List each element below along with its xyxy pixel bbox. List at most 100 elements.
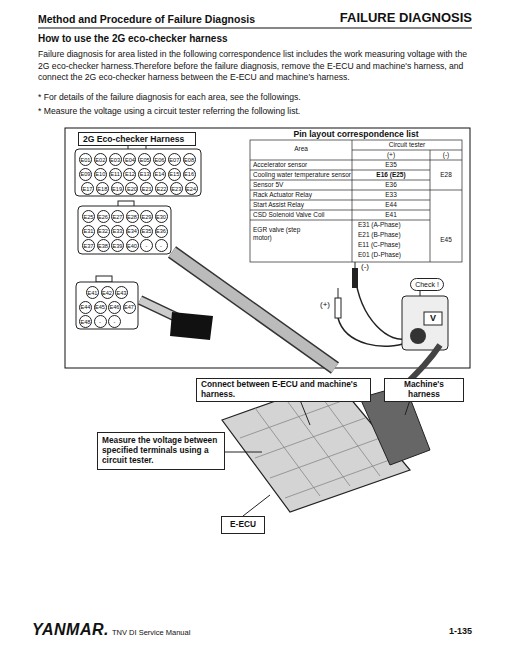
pin-circle: E37 [82,239,95,252]
pin-circle: E28 [126,210,139,223]
table-cell: E45 [430,236,462,244]
leader-line [405,400,410,415]
pin-number: E37 [84,243,94,249]
table-cell: Start Assist Relay [253,201,352,209]
pin-number: E07 [169,157,179,163]
ecu-rib [255,408,320,496]
pin-number: - [146,243,148,249]
pin-number: E33 [113,228,123,234]
pin-circle: E46 [108,301,121,314]
pin-circle: E18 [96,182,109,195]
pin-circle: E10 [94,168,107,181]
probe-body [352,268,358,288]
pin-number: E34 [127,228,137,234]
brand-logo: YANMAR. [32,620,122,639]
pin-circle: E17 [81,182,94,195]
table-line [352,150,462,151]
pin-circle: E07 [168,153,181,166]
leader-line [420,291,421,296]
pin-number: E26 [98,214,108,220]
pin-circle: E32 [97,225,110,238]
pin-number: E35 [142,228,152,234]
table-cell: E36 [352,181,430,189]
pin-circle: E15 [168,168,181,181]
ecu-rib [240,398,350,438]
pin-circle: E25 [82,210,95,223]
table-cell: Circuit tester [352,141,462,149]
table-cell: E33 [352,191,430,199]
connector-outline [78,206,171,254]
pin-number: E05 [140,157,150,163]
table-cell: EGR valve (step motor) [253,226,303,242]
page-number: 1-135 [400,626,472,637]
table-cell: Rack Actuator Relay [253,191,352,199]
table-cell: Cooling water temperature sensor [253,171,352,179]
connector-tab [96,276,112,282]
table-cell: E28 [430,171,462,179]
pin-circle: E48 [79,315,92,328]
node-text: E-ECU [226,520,260,530]
pin-number: E46 [110,304,120,310]
probe-body [335,298,341,318]
pin-number: E28 [127,214,137,220]
pin-number: - [99,319,101,325]
pin-circle: E47 [123,301,136,314]
meter-unit: V [424,313,442,324]
pin-circle: E09 [79,168,92,181]
pin-number: E17 [83,186,93,192]
table-line [250,180,430,181]
pin-circle: E43 [115,286,128,299]
note-text: * Measure the voltage using a circuit te… [38,106,472,116]
pin-circle: - [94,315,107,328]
pin-circle: E12 [123,168,136,181]
probe-wire [338,318,408,346]
table-grid [250,140,462,262]
callout-box: Measure the voltage between specified te… [97,432,225,470]
pin-number: E21 [142,186,152,192]
pin-circle: E30 [155,210,168,223]
table-cell: E21 (B-Phase) [358,231,430,239]
pin-circle: - [140,239,153,252]
pin-circle: - [155,239,168,252]
pin-number: E03 [110,157,120,163]
pin-circle: E01 [79,153,92,166]
pin-number: E25 [84,214,94,220]
pin-number: E42 [102,290,112,296]
pin-circle: E38 [97,239,110,252]
diagram-frame [65,128,470,368]
pin-circle: E14 [153,168,166,181]
callout-box: Connect between E-ECU and machine's harn… [196,378,371,402]
callout-box: Machine's harness [384,378,464,402]
pin-circle: E03 [109,153,122,166]
body-text: Failure diagnosis for area listed in the… [38,49,472,84]
pin-circle: E45 [94,301,107,314]
pin-circle: E22 [155,182,168,195]
pin-number: E36 [156,228,166,234]
pin-circle: E39 [111,239,124,252]
table-line [250,220,430,221]
pin-circle: E16 [183,168,196,181]
table-line [250,190,462,191]
connector-outline [75,149,201,196]
node-text: 2G Eco-checker Harness [83,134,191,144]
table-border [250,140,462,262]
table-title: Pin layout correspondence list [250,129,462,139]
table-cell: E41 [352,211,430,219]
pin-number: E18 [97,186,107,192]
pin-number: E14 [155,171,165,177]
pin-circle: E23 [170,182,183,195]
pin-number: E38 [98,243,108,249]
table-cell: Area [250,145,352,153]
table-cell: E44 [352,201,430,209]
pin-circle: - [108,315,121,328]
table-cell: E01 (D-Phase) [358,251,430,259]
pin-number: E39 [113,243,123,249]
pin-number: E43 [117,290,127,296]
pin-number: E41 [88,290,98,296]
pin-number: E22 [157,186,167,192]
table-cell: CSD Solenoid Valve Coil [253,211,352,219]
header-text: Method and Procedure of Failure Diagnosi… [38,13,338,26]
table-line [250,160,462,161]
pin-number: E40 [127,243,137,249]
